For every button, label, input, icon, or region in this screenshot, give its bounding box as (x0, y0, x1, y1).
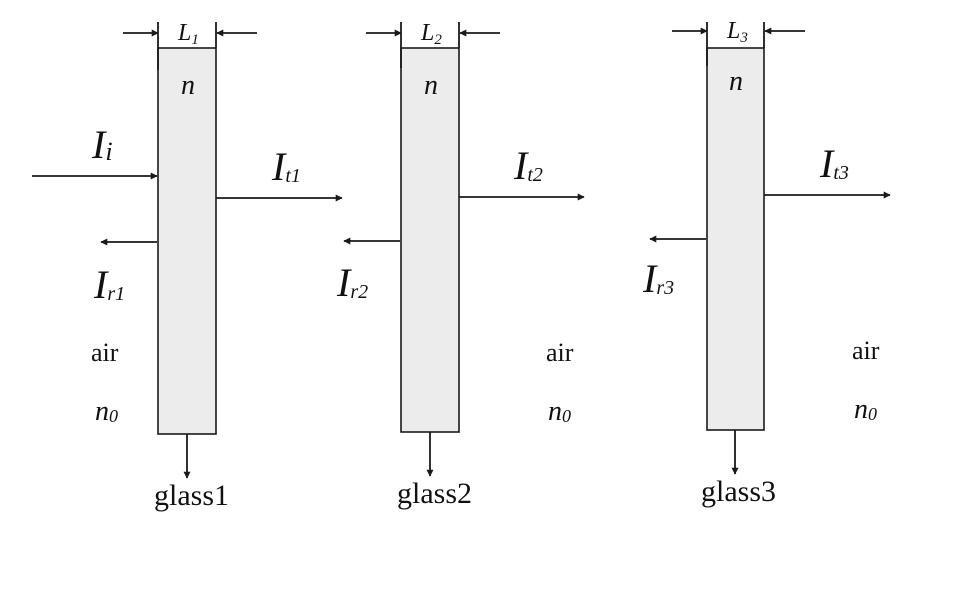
glass2-medium-index: n0 (548, 396, 571, 427)
incident-label: Ii (91, 122, 113, 167)
glass2-index-label: n (424, 70, 438, 101)
glass2-label: glass2 (397, 477, 472, 510)
glass1-slab (157, 47, 217, 435)
glass3-transmitted-label: It3 (819, 141, 849, 186)
glass3-medium-index: n0 (854, 394, 877, 425)
glass2-medium-name: air (546, 338, 574, 367)
glass2-thickness-label: L2 (420, 20, 442, 48)
glass3-group: L3 n It3 Ir3 air n0 glass3 (642, 18, 891, 508)
glass1-medium-index: n0 (95, 396, 118, 427)
glass1-transmitted-label: It1 (271, 144, 301, 189)
glass3-slab (706, 47, 765, 431)
glass1-label: glass1 (154, 479, 229, 512)
glass1-reflected-label: Ir1 (93, 262, 125, 307)
glass1-index-label: n (181, 70, 195, 101)
glass1-medium-name: air (91, 338, 119, 367)
glass2-slab (400, 47, 460, 433)
glass3-thickness-label: L3 (726, 18, 748, 46)
glass3-medium-name: air (852, 336, 880, 365)
glass1-thickness-label: L1 (177, 20, 199, 48)
glass2-transmitted-label: It2 (513, 143, 543, 188)
glass3-reflected-label: Ir3 (642, 256, 674, 301)
glass3-label: glass3 (701, 475, 776, 508)
glass2-group: L2 n It2 Ir2 air n0 glass2 (336, 20, 585, 510)
glass1-group: L1 n Ii It1 Ir1 air n0 glass1 (32, 20, 343, 512)
glass3-index-label: n (729, 66, 743, 97)
glass2-reflected-label: Ir2 (336, 260, 368, 305)
